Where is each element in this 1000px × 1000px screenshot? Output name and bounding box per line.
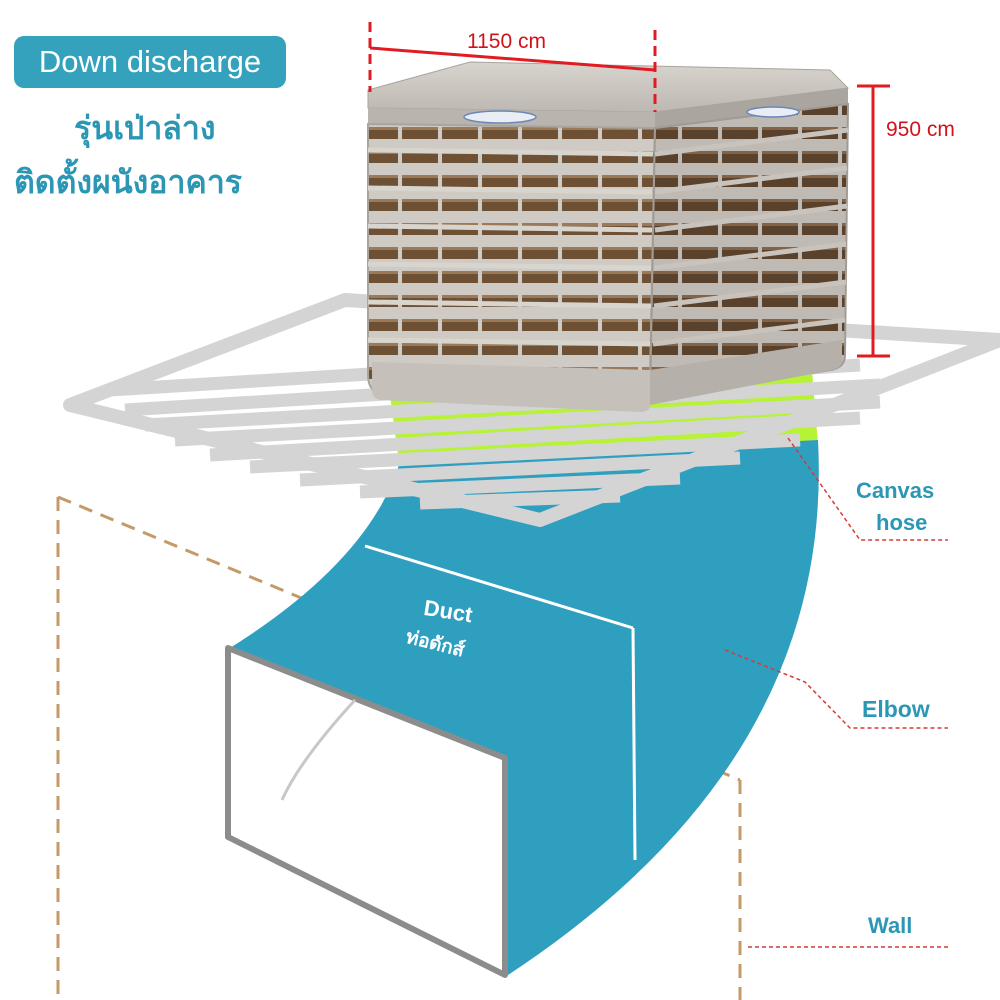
- thai-title-line1: รุ่นเป่าล่าง: [74, 109, 216, 147]
- canvas-hose-label-line1: Canvas: [856, 478, 935, 503]
- down-discharge-badge: Down discharge: [14, 36, 286, 88]
- thai-title-line2: ติดตั้งผนังอาคาร: [14, 163, 242, 201]
- width-dimension-label: 1150 cm: [467, 30, 546, 53]
- brand-logo-side: [746, 106, 800, 118]
- duct-opening: [225, 645, 508, 978]
- wall-label: Wall: [868, 913, 913, 938]
- air-cooler-unit: [367, 61, 850, 412]
- brand-logo-front: [463, 110, 537, 124]
- height-dimension-label: 950 cm: [886, 118, 955, 141]
- height-dimension: [857, 84, 890, 358]
- elbow-duct: [230, 440, 819, 975]
- callout-leaders: [724, 437, 948, 948]
- elbow-label: Elbow: [862, 696, 930, 722]
- width-dimension: [368, 22, 657, 112]
- canvas-hose-label-line2: hose: [876, 510, 928, 535]
